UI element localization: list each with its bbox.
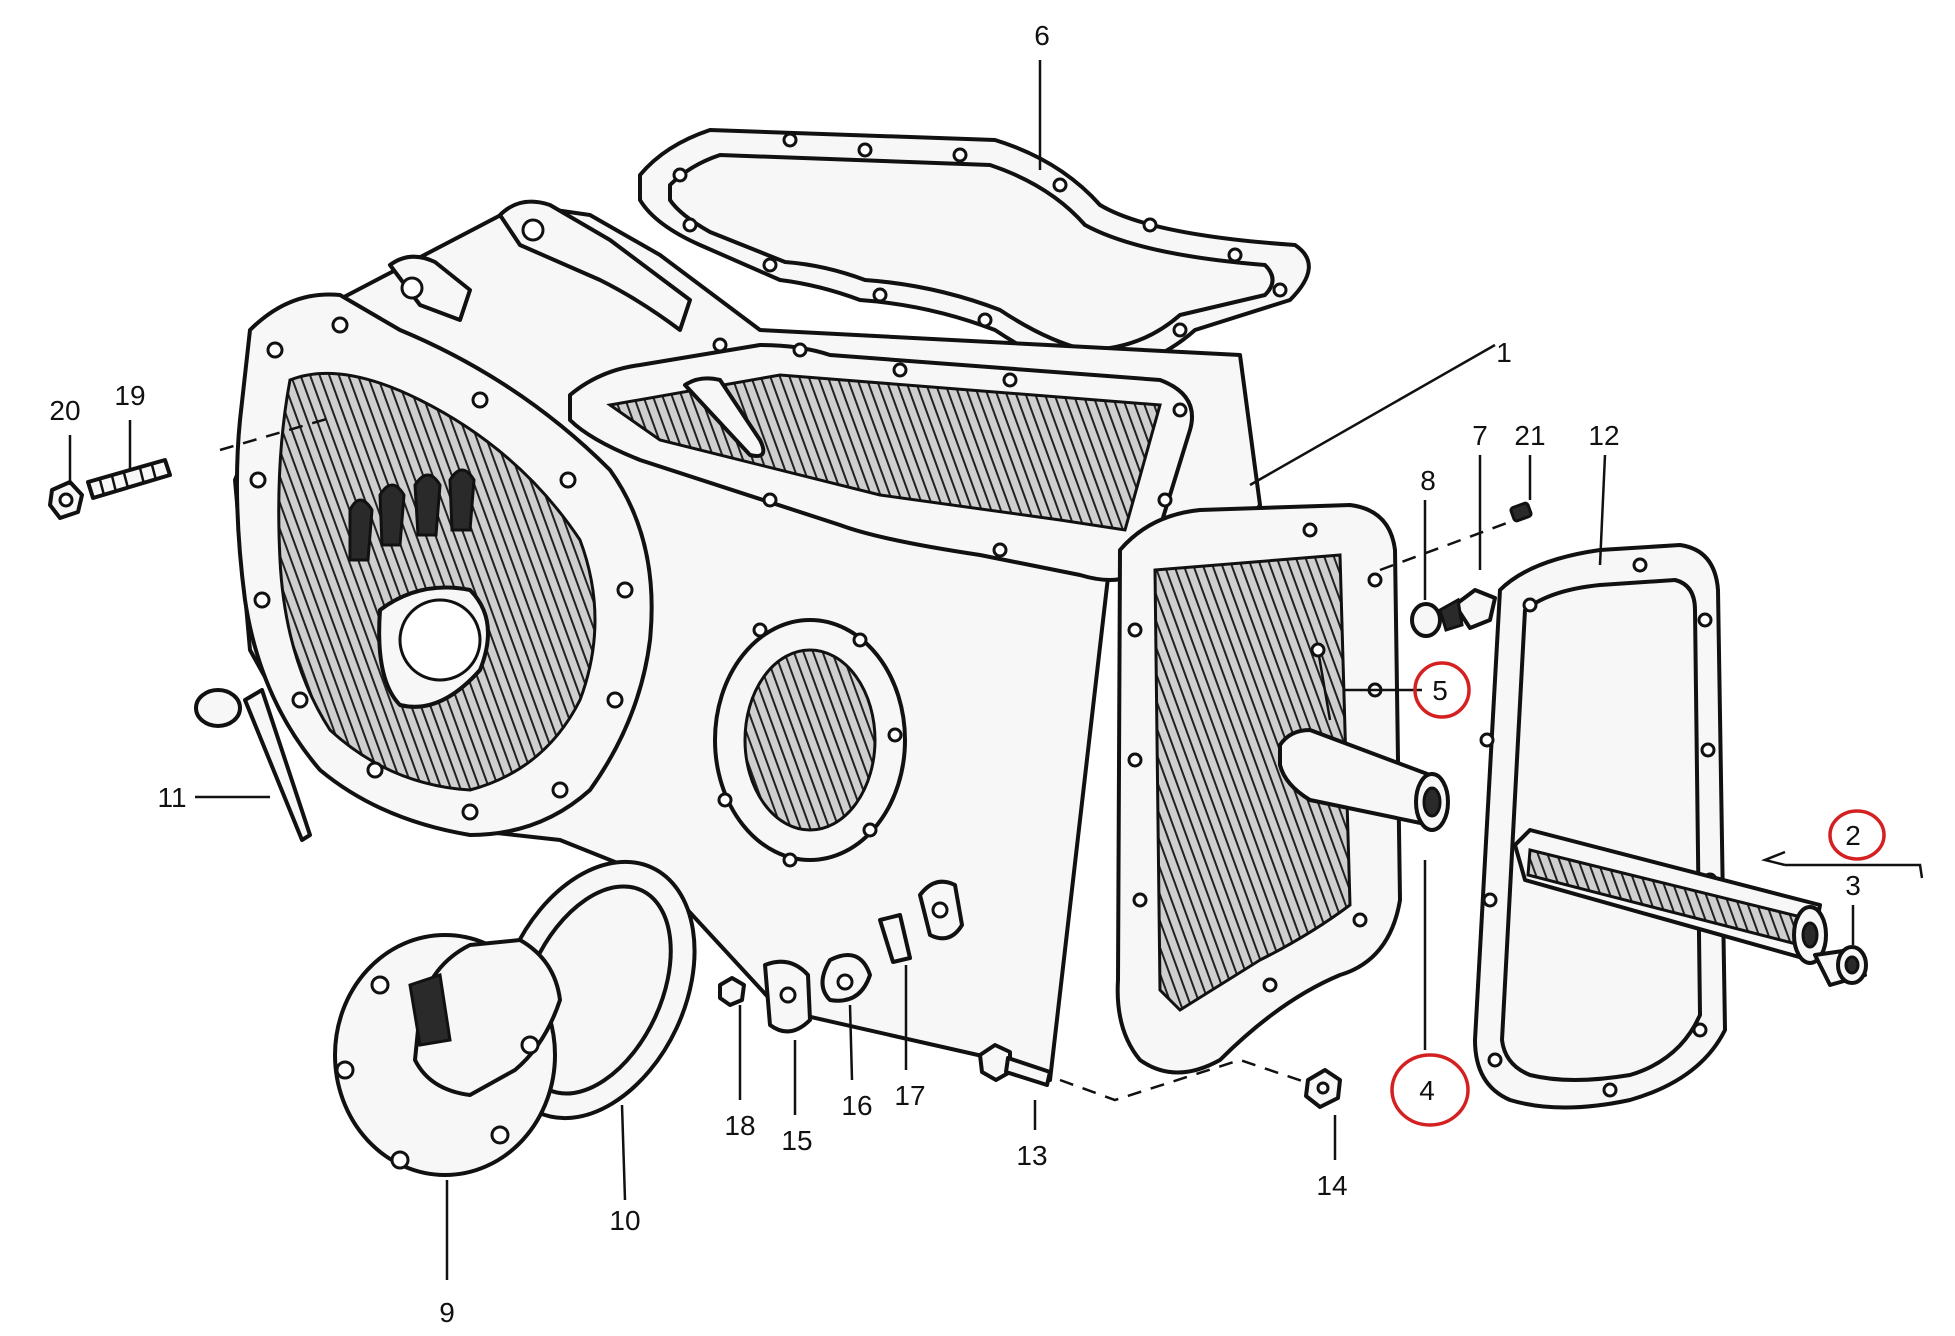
callout-16: 16 — [841, 1090, 872, 1121]
callout-12: 12 — [1588, 420, 1619, 451]
leader-lines — [68, 60, 1924, 1280]
callout-19: 19 — [114, 380, 145, 411]
callout-21: 21 — [1514, 420, 1545, 451]
rear-flange-holes — [1127, 522, 1383, 993]
callout-10: 10 — [609, 1205, 640, 1236]
callout-5: 5 — [1432, 675, 1448, 706]
callout-13: 13 — [1016, 1140, 1047, 1171]
nut-20 — [48, 480, 84, 520]
highlight-ring-4 — [1390, 1053, 1470, 1127]
callout-17: 17 — [894, 1080, 925, 1111]
callout-6: 6 — [1034, 20, 1050, 51]
front-cover — [333, 933, 562, 1177]
screw-21 — [1509, 501, 1533, 523]
plug-7 — [1438, 588, 1497, 632]
callout-7: 7 — [1472, 420, 1488, 451]
nut-18 — [718, 976, 746, 1007]
stud-17 — [878, 913, 912, 964]
callout-18: 18 — [724, 1110, 755, 1141]
rear-cover-gasket — [1473, 543, 1727, 1110]
callout-2: 2 — [1845, 820, 1861, 851]
stud-19 — [86, 458, 172, 500]
transmission-housing — [233, 199, 1450, 1082]
callout-20: 20 — [49, 395, 80, 426]
callout-11: 11 — [157, 782, 186, 813]
callout-labels: 1 2 3 4 5 6 7 8 9 10 11 12 13 14 15 16 1… — [49, 20, 1860, 1328]
plate-15 — [763, 959, 812, 1034]
plate-top — [918, 879, 964, 941]
o-ring-8 — [1410, 602, 1442, 638]
callout-9: 9 — [439, 1297, 455, 1328]
bell-flange-holes — [249, 316, 634, 821]
side-port-holes — [717, 622, 903, 868]
callout-15: 15 — [781, 1125, 812, 1156]
highlight-rings — [1390, 661, 1886, 1127]
gasket-16 — [820, 953, 872, 1003]
nut-14 — [1304, 1068, 1342, 1109]
splined-shaft — [1513, 828, 1828, 965]
highlight-ring-5 — [1413, 661, 1471, 719]
callout-8: 8 — [1420, 465, 1436, 496]
callout-4: 4 — [1419, 1075, 1435, 1106]
callout-3: 3 — [1845, 870, 1861, 901]
gasket-holes — [672, 132, 1288, 368]
bushing — [1813, 945, 1868, 987]
bolt-13 — [978, 1043, 1052, 1087]
highlight-ring-2 — [1828, 809, 1886, 861]
top-opening-holes — [712, 337, 1188, 558]
pin-11 — [194, 688, 312, 842]
rear-gasket-holes — [1479, 557, 1718, 1098]
callout-14: 14 — [1316, 1170, 1347, 1201]
top-cover-gasket — [638, 128, 1311, 377]
callout-1: 1 — [1496, 337, 1512, 368]
